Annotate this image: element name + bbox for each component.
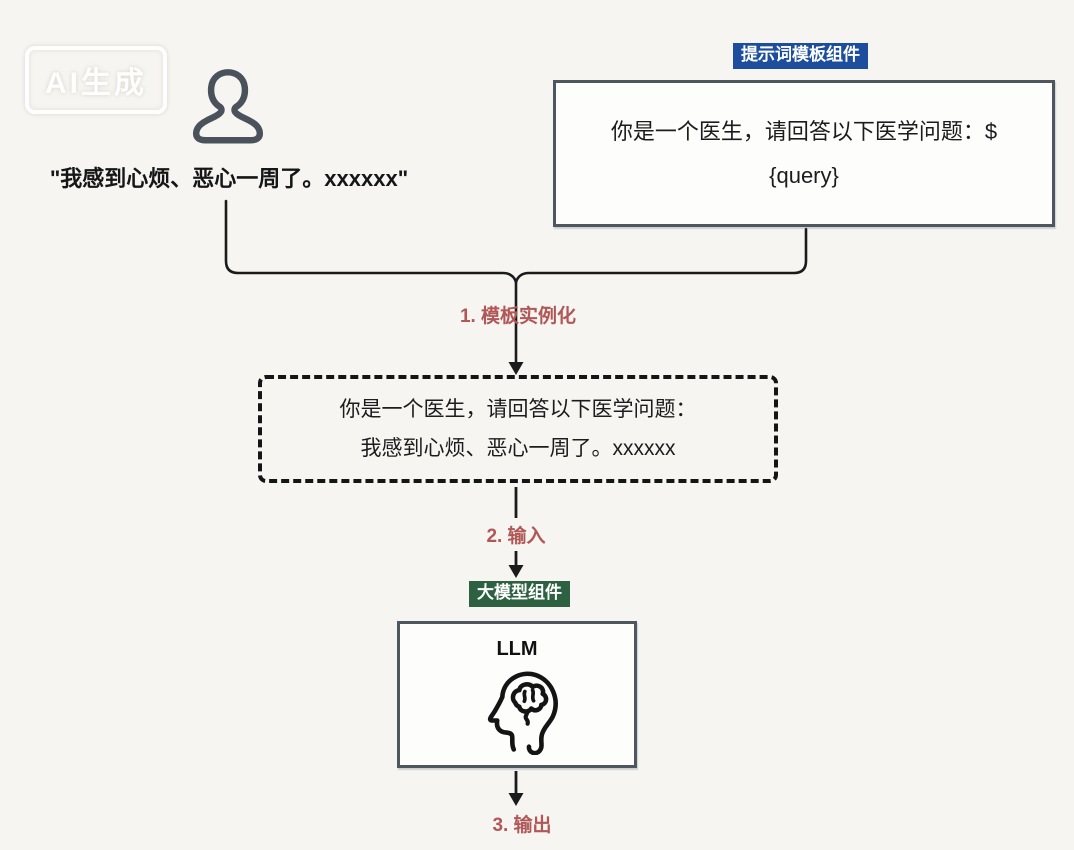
instantiated-prompt-text: 你是一个医生，请回答以下医学问题： 我感到心烦、恶心一周了。xxxxxx [340,390,697,468]
step2-label: 2. 输入 [486,526,546,547]
instantiated-prompt-line1: 你是一个医生，请回答以下医学问题： [339,398,697,421]
arrowhead-3 [508,793,524,806]
arrowhead-2 [508,565,524,578]
prompt-template-badge: 提示词模板组件 [733,43,868,69]
arrowhead-1 [508,362,524,375]
connector-user-branch [224,199,518,284]
connector-template-branch [514,227,808,284]
step3-label: 3. 输出 [492,815,552,836]
instantiated-prompt-line2: 我感到心烦、恶心一周了。xxxxxx [360,437,676,460]
prompt-template-text: 你是一个医生，请回答以下医学问题：$ {query} [611,110,997,198]
llm-label: LLM [496,638,538,660]
user-icon [185,62,271,159]
prompt-template-box: 你是一个医生，请回答以下医学问题：$ {query} [553,80,1055,227]
llm-badge: 大模型组件 [469,581,570,607]
prompt-template-line2: {query} [769,162,839,188]
step1-label: 1. 模板实例化 [459,306,577,327]
user-query-text: "我感到心烦、恶心一周了。xxxxxx" [49,166,409,191]
instantiated-prompt-box: 你是一个医生，请回答以下医学问题： 我感到心烦、恶心一周了。xxxxxx [258,375,778,483]
ai-generated-watermark: AI生成 [25,46,167,114]
prompt-template-line1: 你是一个医生，请回答以下医学问题：$ [610,118,998,144]
head-brain-icon [471,663,563,760]
llm-box: LLM [397,621,637,768]
